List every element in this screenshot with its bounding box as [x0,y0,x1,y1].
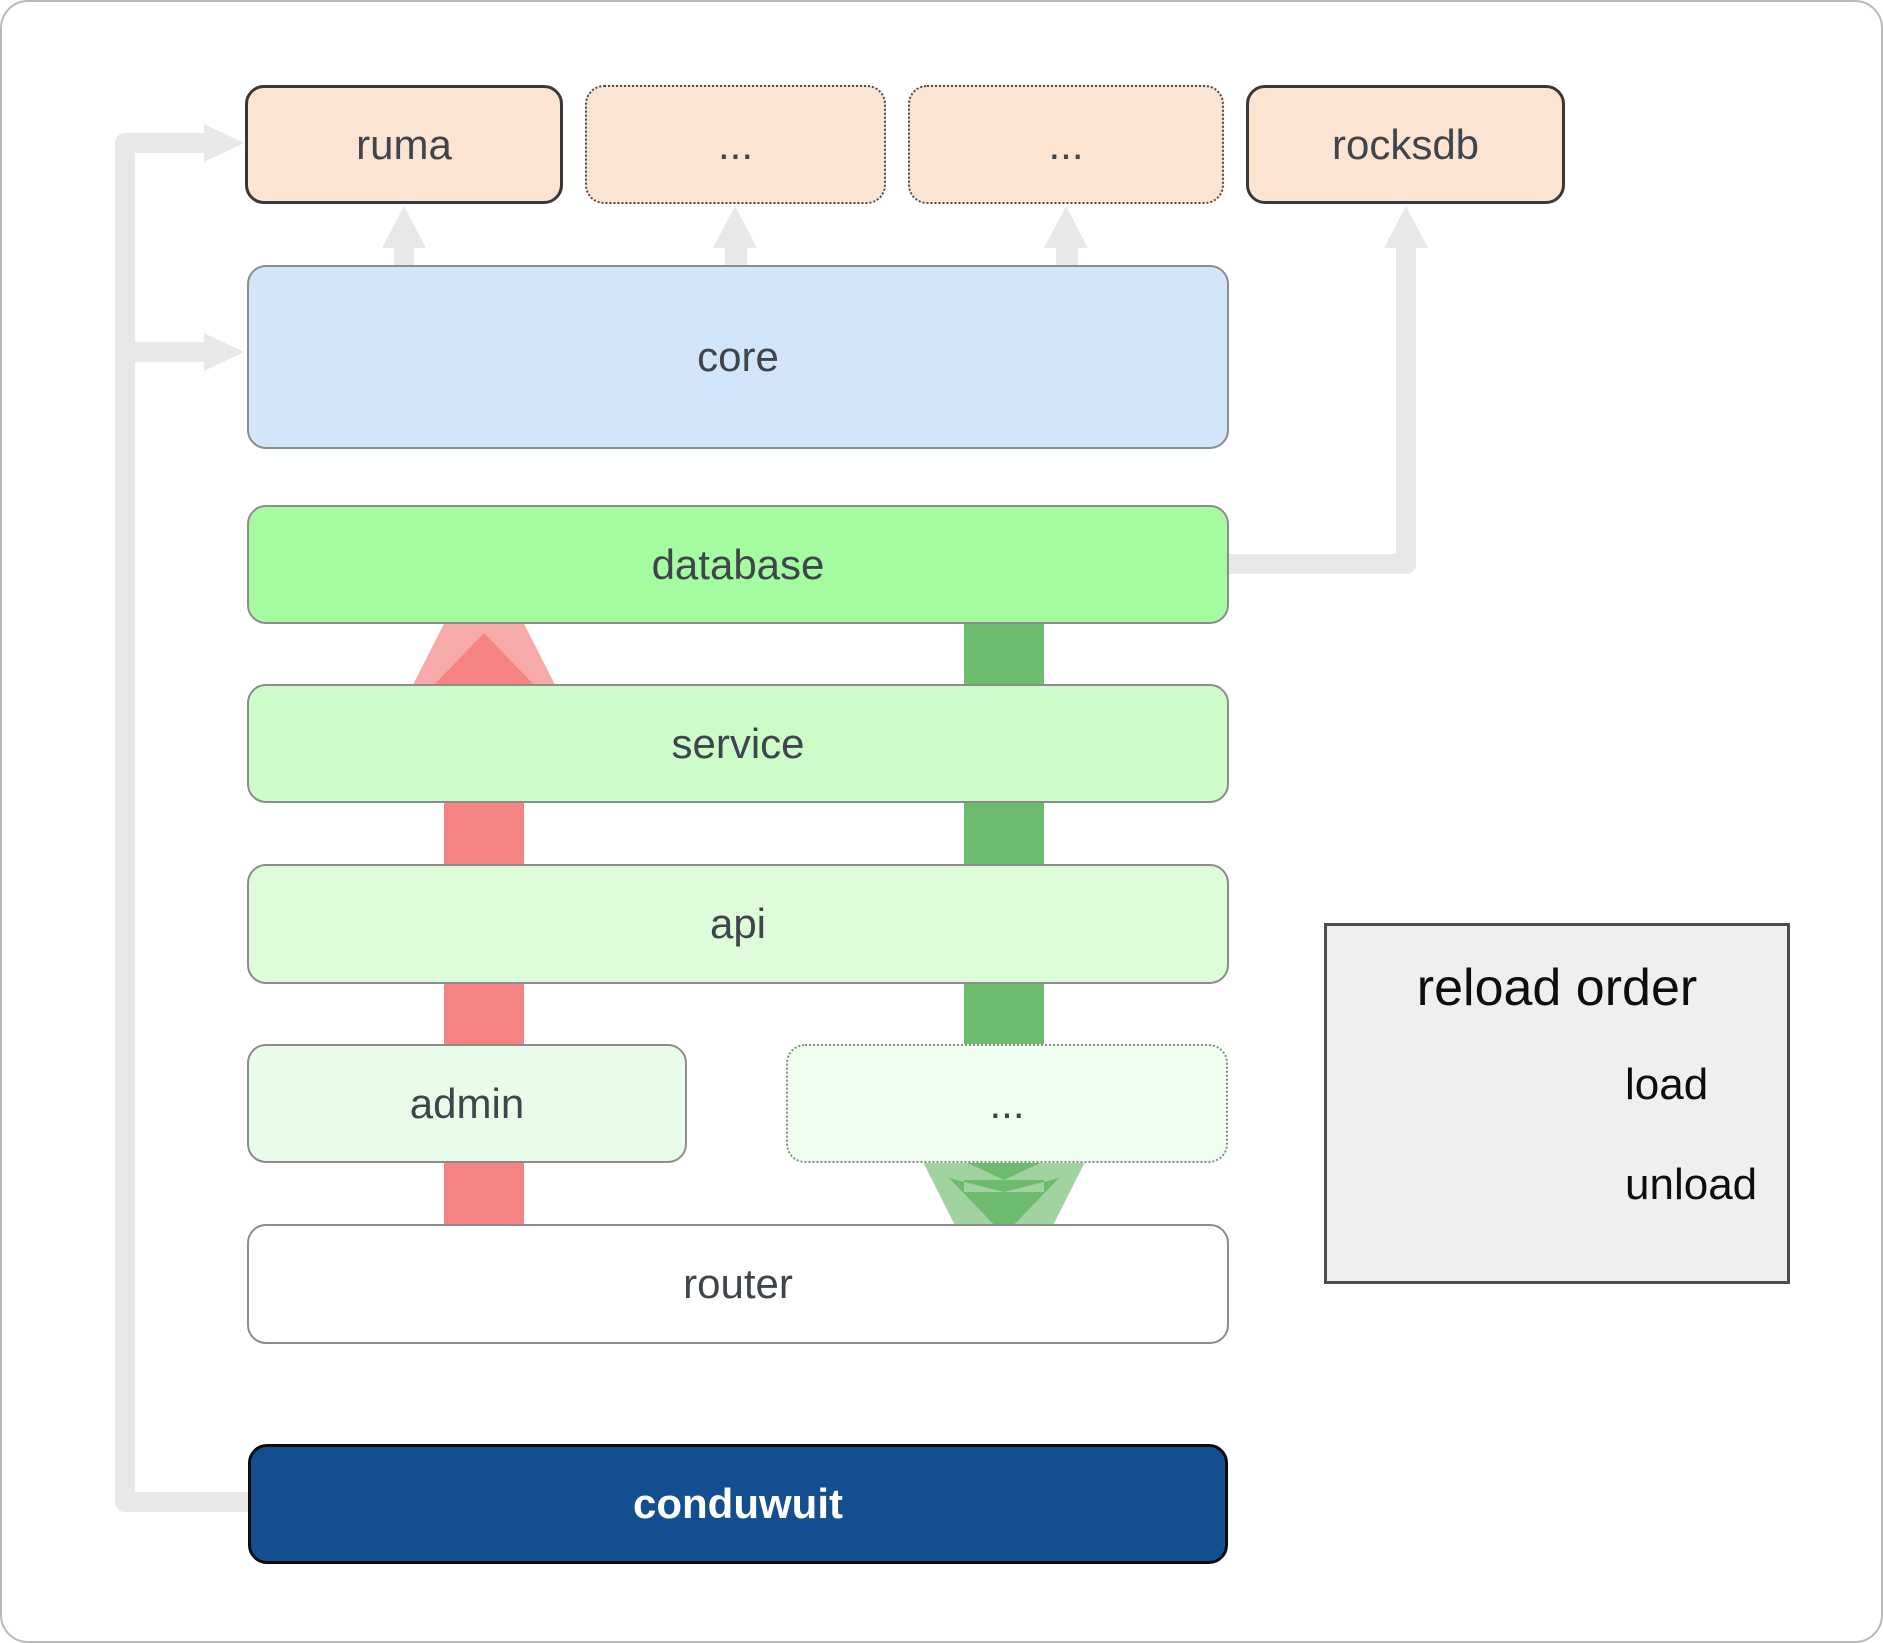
node-router: router [247,1224,1229,1344]
up-arrow-icon [382,206,426,266]
node-conduwuit: conduwuit [248,1444,1228,1564]
arrowhead-to-core-icon [204,333,244,371]
node-rocksdb: rocksdb [1246,85,1565,204]
node-service: service [247,684,1229,803]
legend-label-load: load [1625,1060,1709,1109]
legend-title: reload order [1416,959,1698,1017]
node-ellipsis-1: ... [585,85,886,204]
arrowhead-to-ruma-icon [204,124,244,162]
node-database: database [247,505,1229,624]
up-arrow-icon [1384,206,1428,248]
legend-box [1324,923,1790,1284]
node-ruma: ruma [245,85,563,204]
node-ellipsis-2: ... [908,85,1224,204]
conduwuit-dependency-connector [115,124,248,1512]
node-ellipsis-3: ... [786,1044,1228,1163]
core-to-crates-arrows [382,206,1088,266]
node-core: core [247,265,1229,449]
up-arrow-icon [1044,206,1088,266]
legend-label-unload: unload [1625,1160,1758,1209]
up-arrow-icon [713,206,757,266]
database-to-rocksdb-connector [1229,206,1428,574]
node-admin: admin [247,1044,687,1163]
node-api: api [247,864,1229,984]
